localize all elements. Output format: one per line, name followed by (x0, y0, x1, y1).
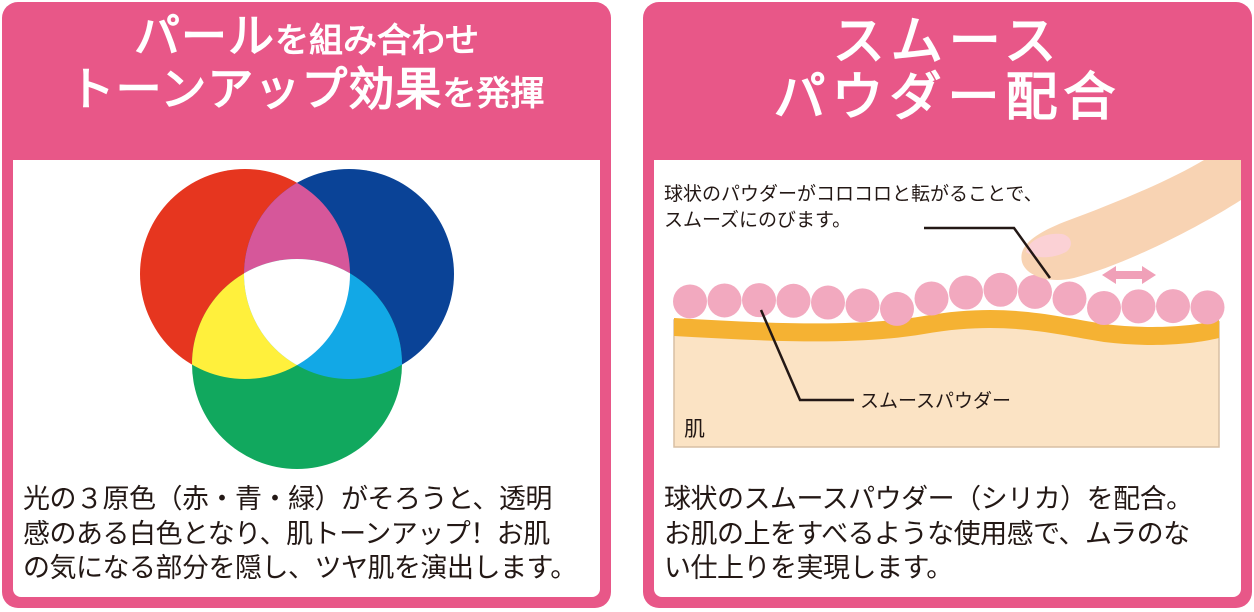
powder-sphere (1052, 281, 1087, 316)
pearl-panel: パールを組み合わせ トーンアップ効果を発揮 (2, 2, 611, 608)
powder-sphere (1190, 290, 1225, 325)
pearl-panel-body: 光の３原色（赤・青・緑）がそろうと、透明 感のある白色となり、肌トーンアップ！お… (13, 160, 600, 597)
powder-layer (674, 310, 1219, 345)
title-exert: を発揮 (442, 73, 545, 114)
title-pearl: パール (134, 9, 275, 63)
powder-sphere (1087, 291, 1121, 325)
powder-sphere (707, 283, 742, 318)
powder-desc-line-3: い仕上りを実現します。 (664, 553, 953, 585)
callout-line-2: スムーズにのびます。 (664, 209, 851, 231)
powder-desc-line-2: お肌の上をすべるような使用感で、ムラのな (664, 518, 1190, 550)
slide-direction-arrow-icon (1102, 266, 1156, 284)
powder-label-leader-line (759, 309, 854, 402)
fingernail (1026, 233, 1071, 258)
powder-sphere (983, 272, 1018, 307)
finger-illustration (1021, 160, 1241, 281)
skin-label: 肌 (684, 417, 705, 441)
title-powder-formulated: パウダー配合 (773, 68, 1122, 129)
pearl-desc-line-3: の気になる部分を隠し、ツヤ肌を演出します。 (23, 553, 577, 585)
powder-sphere (845, 288, 880, 323)
smooth-powder-description: 球状のスムースパウダー（シリカ）を配合。 お肌の上をすべるような使用感で、ムラの… (664, 483, 1235, 587)
smooth-powder-panel: スムース パウダー配合 球状のパウダーがコロコロと転がることで、 スムーズにのび… (643, 2, 1252, 608)
powder-sphere (949, 275, 983, 310)
powder-sphere (811, 285, 845, 320)
smooth-powder-spheres (673, 272, 1225, 326)
powder-sphere (776, 283, 811, 318)
smooth-powder-panel-title: スムース パウダー配合 (643, 14, 1252, 126)
powder-sphere (673, 284, 707, 319)
title-combine: を組み合わせ (275, 21, 479, 61)
powder-sphere (1121, 289, 1156, 324)
powder-sphere (742, 283, 776, 318)
pearl-description: 光の３原色（赤・青・緑）がそろうと、透明 感のある白色となり、肌トーンアップ！お… (23, 483, 594, 587)
smooth-powder-panel-body: 球状のパウダーがコロコロと転がることで、 スムーズにのびます。 スムースパウダー… (654, 160, 1241, 597)
callout-leader-line (924, 226, 1052, 279)
pearl-panel-title: パールを組み合わせ トーンアップ効果を発揮 (2, 10, 611, 116)
callout-line-1: 球状のパウダーがコロコロと転がることで、 (664, 183, 1043, 205)
pearl-desc-line-1: 光の３原色（赤・青・緑）がそろうと、透明 (23, 484, 552, 516)
powder-sphere (880, 291, 914, 326)
powder-sphere (1156, 289, 1190, 324)
pearl-desc-line-2: 感のある白色となり、肌トーンアップ！お肌 (23, 518, 550, 550)
powder-desc-line-1: 球状のスムースパウダー（シリカ）を配合。 (664, 484, 1193, 516)
powder-sphere (914, 281, 949, 316)
powder-sphere (1018, 274, 1052, 309)
rgb-venn-diagram (140, 169, 454, 469)
smooth-powder-label: スムースパウダー (860, 390, 1011, 412)
title-smooth: スムース (832, 12, 1063, 72)
powder-illustration: 球状のパウダーがコロコロと転がることで、 スムーズにのびます。 スムースパウダー… (664, 160, 1241, 448)
title-tone-up: トーンアップ効果 (68, 61, 443, 116)
